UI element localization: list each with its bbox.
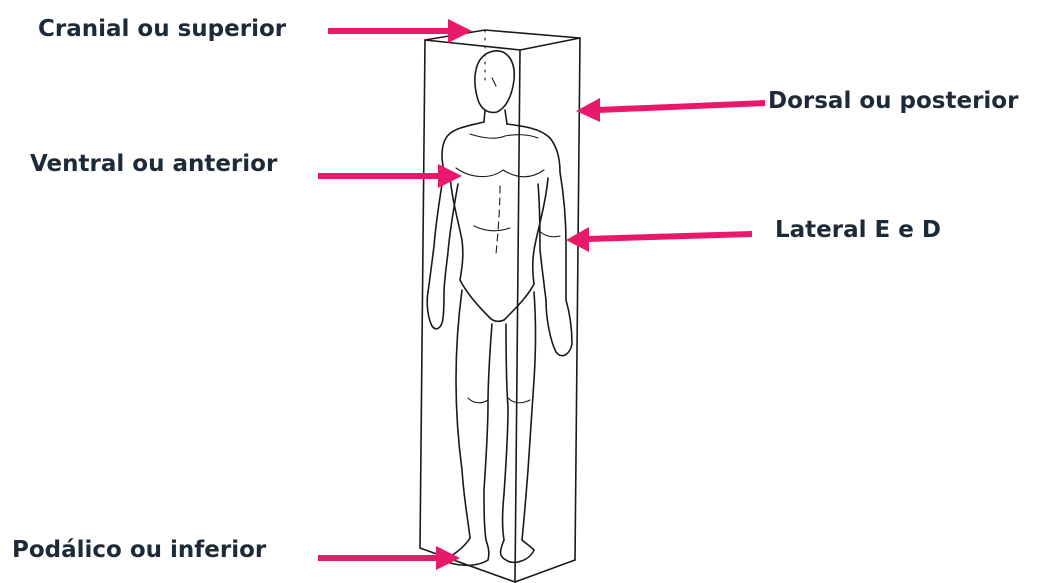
arrow-podalico	[318, 546, 460, 570]
arrow-cranial	[328, 19, 472, 43]
human-figure	[427, 51, 572, 565]
label-podalico: Podálico ou inferior	[12, 539, 266, 562]
label-lateral: Lateral E e D	[775, 219, 941, 242]
label-ventral: Ventral ou anterior	[30, 153, 277, 176]
arrow-dorsal	[576, 98, 765, 122]
label-dorsal: Dorsal ou posterior	[768, 90, 1018, 113]
label-cranial: Cranial ou superior	[38, 18, 286, 41]
arrow-lateral	[566, 227, 752, 252]
arrow-ventral	[318, 164, 462, 188]
